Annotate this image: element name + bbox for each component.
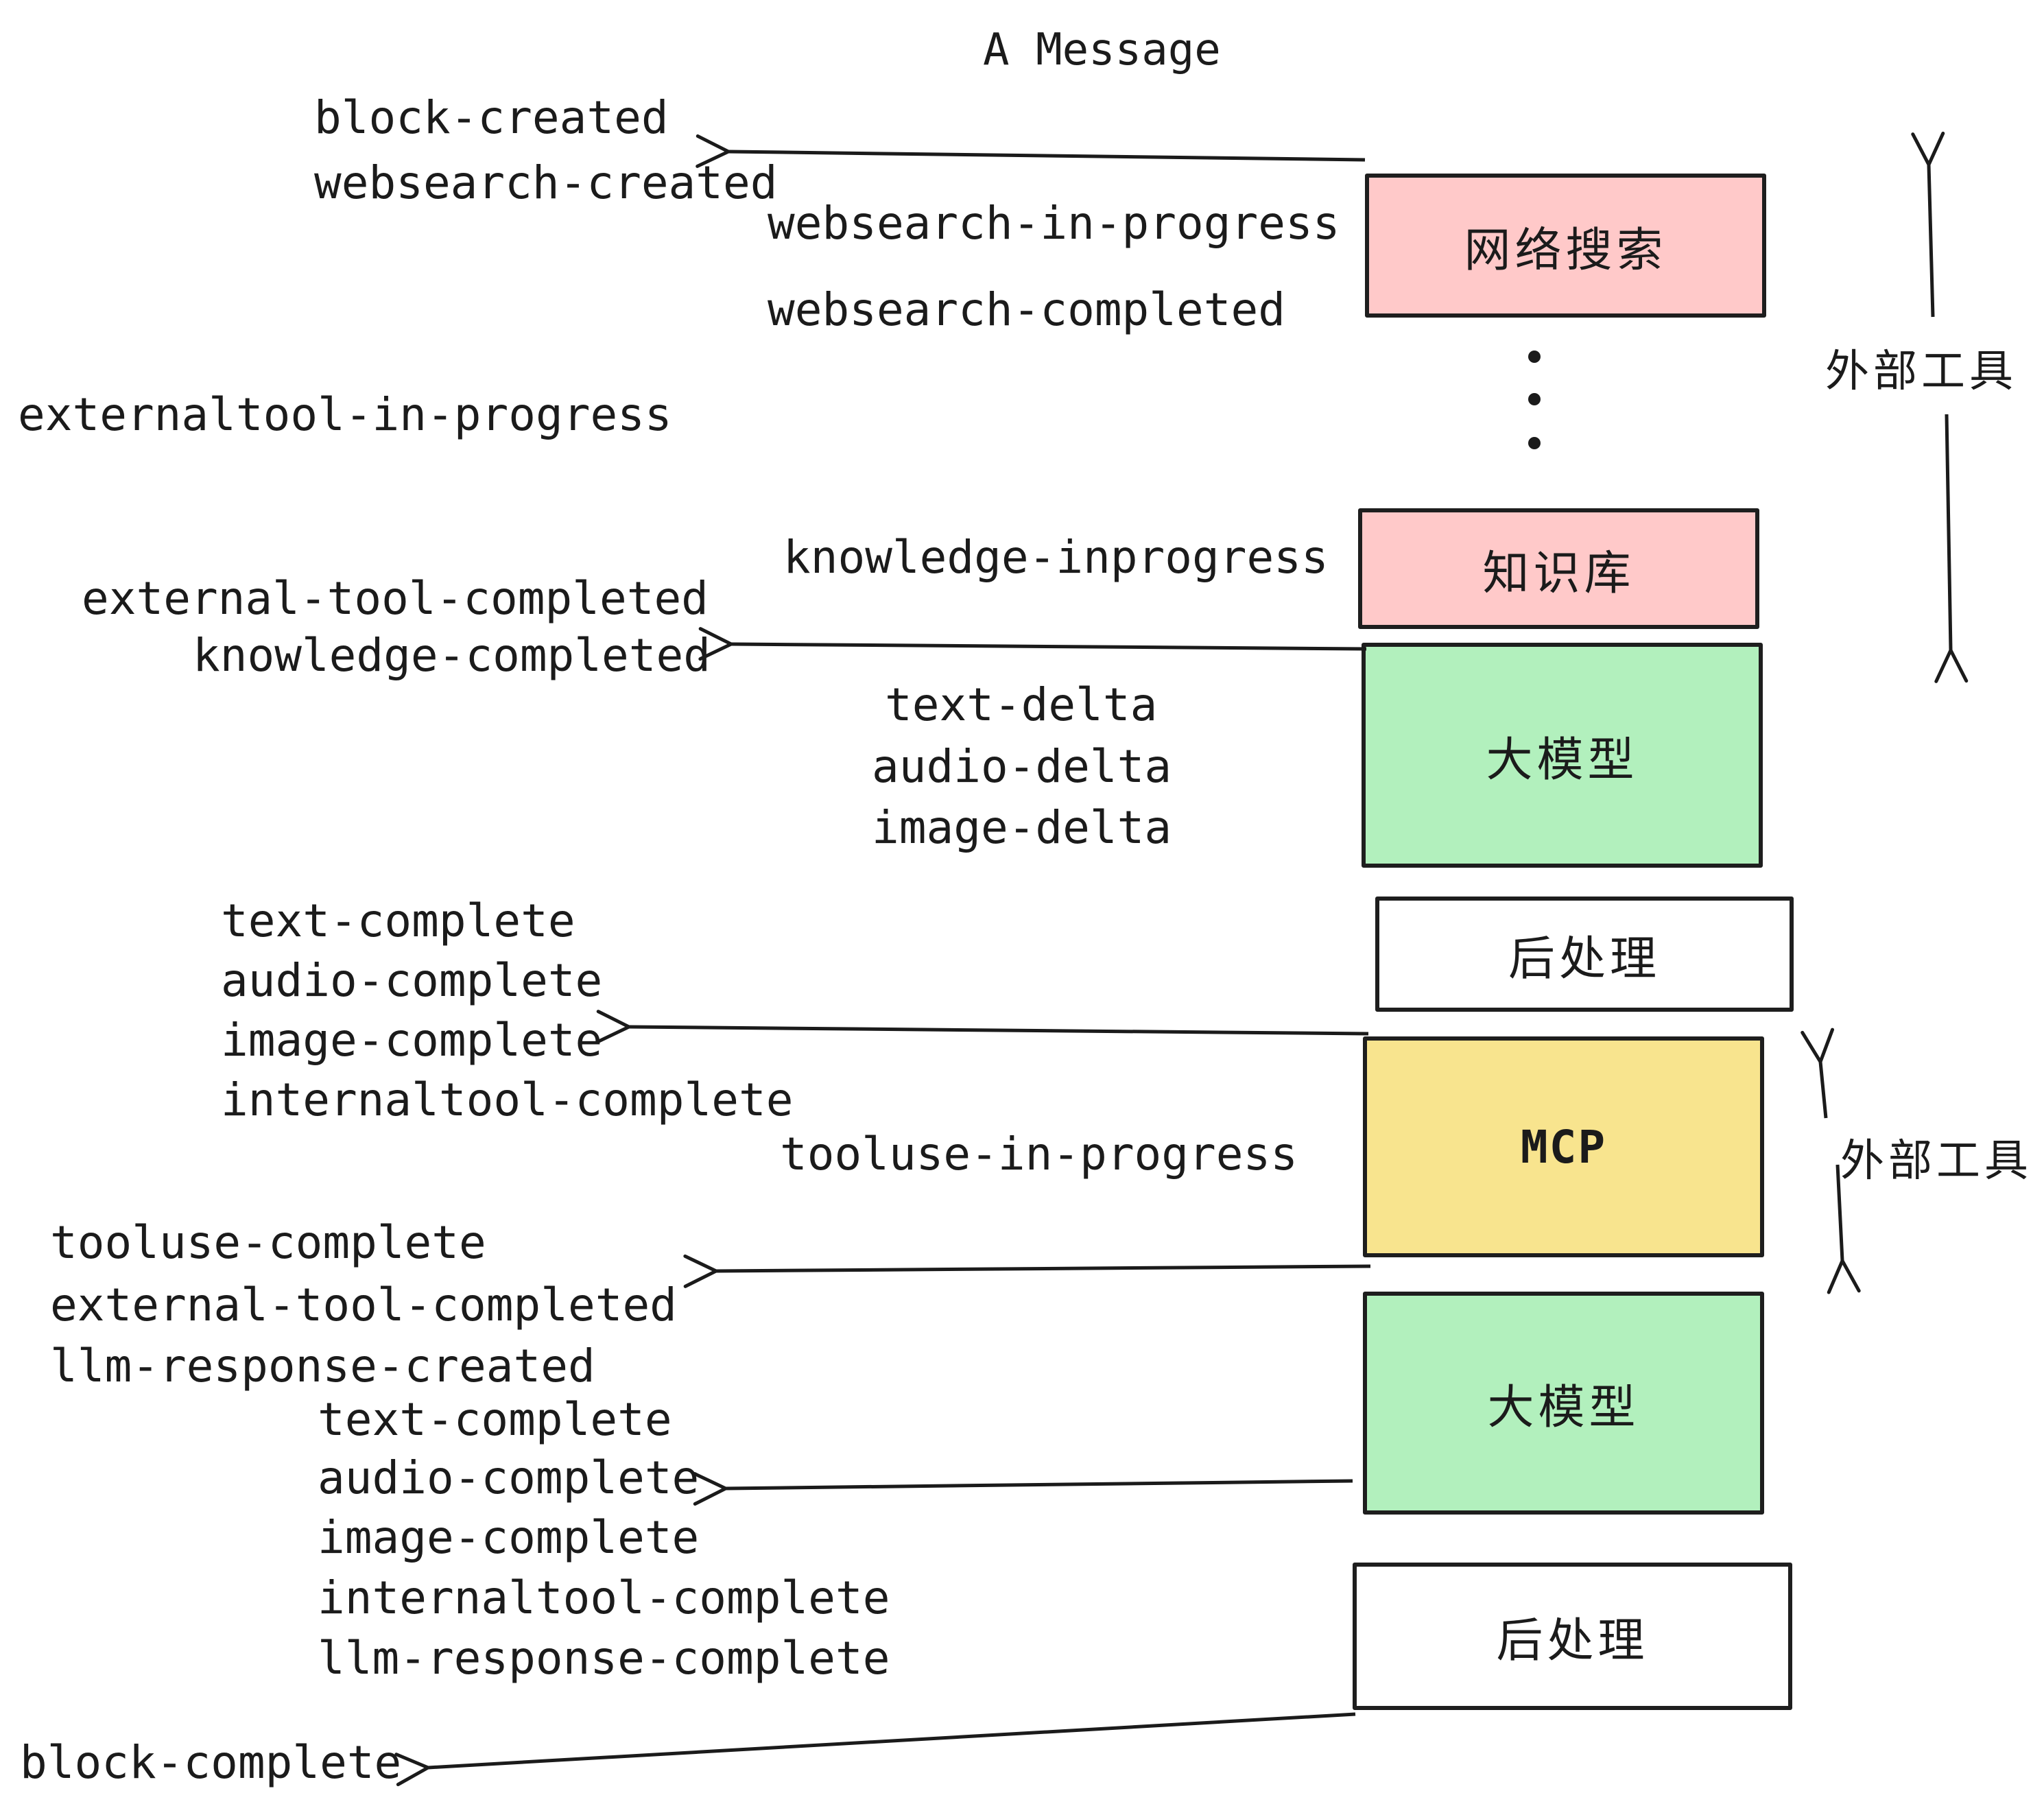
- arrow-llm2-to-audio-complete: [726, 1481, 1353, 1488]
- event-label-block-complete: block-complete: [20, 1736, 402, 1789]
- ellipsis-dot-3: [1528, 437, 1541, 449]
- event-label-externaltool-in-progress: externaltool-in-progress: [18, 388, 672, 441]
- event-label-external-tool-completed-2: external-tool-completed: [50, 1279, 677, 1331]
- event-label-llm-response-created: llm-response-created: [50, 1340, 595, 1392]
- event-label-llm-response-complete: llm-response-complete: [318, 1632, 890, 1685]
- event-label-text-delta: text-delta: [885, 678, 1158, 731]
- event-label-block-created: block-created: [314, 91, 669, 144]
- arrow-mcp-to-tooluse-complete: [716, 1266, 1371, 1271]
- box-knowledge: 知识库: [1358, 508, 1759, 629]
- event-label-image-complete: image-complete: [221, 1014, 603, 1067]
- event-label-text-complete: text-complete: [221, 894, 575, 947]
- event-label-text-complete-2: text-complete: [318, 1393, 672, 1446]
- box-llm-1-label: 大模型: [1486, 733, 1639, 787]
- box-post-1: 后处理: [1375, 897, 1794, 1012]
- arrow-llm1-to-knowledge-completed: [731, 644, 1367, 649]
- event-label-internaltool-complete: internaltool-complete: [221, 1073, 794, 1126]
- event-label-websearch-in-progress: websearch-in-progress: [768, 197, 1340, 250]
- event-label-websearch-completed: websearch-completed: [768, 283, 1285, 336]
- box-post-2-label: 后处理: [1496, 1614, 1649, 1668]
- event-label-audio-delta: audio-delta: [872, 740, 1172, 793]
- event-label-image-complete-2: image-complete: [318, 1511, 700, 1564]
- ellipsis-dot-2: [1528, 393, 1541, 405]
- diagram-title: A Message: [983, 25, 1221, 75]
- event-label-knowledge-inprogress: knowledge-inprogress: [783, 531, 1329, 584]
- box-websearch-label: 网络搜索: [1464, 223, 1667, 278]
- event-label-tooluse-in-progress: tooluse-in-progress: [780, 1128, 1298, 1180]
- event-label-knowledge-completed: knowledge-completed: [193, 629, 711, 682]
- event-label-internaltool-complete-2: internaltool-complete: [318, 1571, 890, 1624]
- box-knowledge-label: 知识库: [1482, 546, 1635, 601]
- box-post-1-label: 后处理: [1508, 931, 1661, 986]
- event-label-audio-complete: audio-complete: [221, 954, 603, 1007]
- event-label-websearch-created: websearch-created: [314, 156, 778, 209]
- event-label-image-delta: image-delta: [872, 801, 1172, 854]
- box-llm-2: 大模型: [1363, 1292, 1764, 1515]
- event-label-audio-complete-2: audio-complete: [318, 1451, 700, 1504]
- box-llm-2-label: 大模型: [1487, 1381, 1640, 1435]
- side-label-external-tools-mcp: 外部工具: [1840, 1136, 2032, 1187]
- event-label-external-tool-completed: external-tool-completed: [82, 572, 709, 625]
- arrow-external-tools-mcp-up: [1820, 1062, 1826, 1119]
- arrow-external-tools-top-down: [1947, 414, 1951, 650]
- box-llm-1: 大模型: [1362, 643, 1763, 868]
- box-mcp-label: MCP: [1520, 1120, 1607, 1174]
- arrow-mcp-to-image-complete: [629, 1027, 1369, 1034]
- box-websearch: 网络搜索: [1365, 174, 1766, 318]
- event-label-tooluse-complete: tooluse-complete: [50, 1216, 486, 1269]
- box-post-2: 后处理: [1353, 1563, 1792, 1710]
- arrow-post2-to-block-complete: [428, 1712, 1356, 1768]
- arrow-external-tools-top-up: [1929, 165, 1933, 318]
- box-mcp: MCP: [1363, 1036, 1764, 1257]
- side-label-external-tools-top: 外部工具: [1825, 346, 2017, 397]
- arrow-websearch-to-block-created: [728, 152, 1366, 160]
- ellipsis-dot-1: [1528, 351, 1541, 363]
